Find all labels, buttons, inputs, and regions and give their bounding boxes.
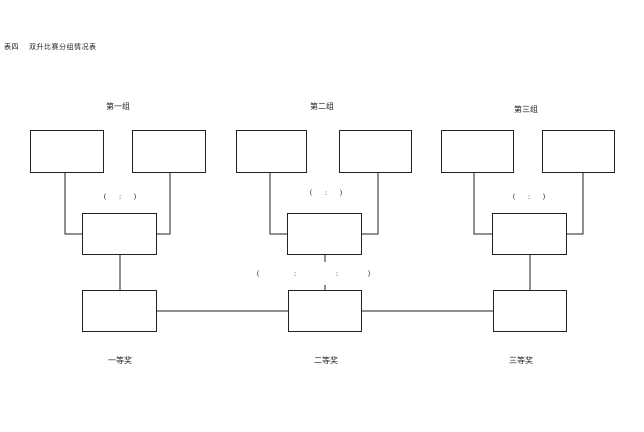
group-1-score: ( : ) (103, 193, 137, 201)
first-prize-label: 一等奖 (108, 356, 132, 365)
team-slot-box (441, 130, 514, 173)
group-3-connector (567, 173, 584, 235)
group-3-label: 第三组 (514, 105, 538, 114)
group-winner-box (82, 213, 157, 255)
group-2-connector (269, 173, 287, 235)
table-number: 表四 (4, 43, 19, 51)
group-2-connector (362, 173, 379, 235)
group-3-score: ( : ) (512, 193, 546, 201)
group-2-score: ( : ) (309, 189, 343, 197)
team-slot-box (339, 130, 412, 173)
group-1-connector (64, 173, 82, 235)
group-2-label: 第二组 (310, 102, 334, 111)
table-caption: 表四 双升比赛分组情况表 (4, 42, 97, 52)
final-score: ( : : ) (256, 270, 371, 278)
group-1-label: 第一组 (106, 102, 130, 111)
group-1-connector (157, 173, 171, 235)
table-title: 双升比赛分组情况表 (29, 43, 97, 51)
team-slot-box (132, 130, 206, 173)
team-slot-box (236, 130, 307, 173)
team-slot-box (542, 130, 615, 173)
group-winner-box (492, 213, 567, 255)
third-prize-label: 三等奖 (509, 356, 533, 365)
group-winner-box (287, 213, 362, 255)
team-slot-box (30, 130, 104, 173)
prize-box (493, 290, 567, 332)
group-3-connector (473, 173, 492, 235)
prize-box (82, 290, 157, 332)
prize-box (288, 290, 362, 332)
second-prize-label: 二等奖 (314, 356, 338, 365)
